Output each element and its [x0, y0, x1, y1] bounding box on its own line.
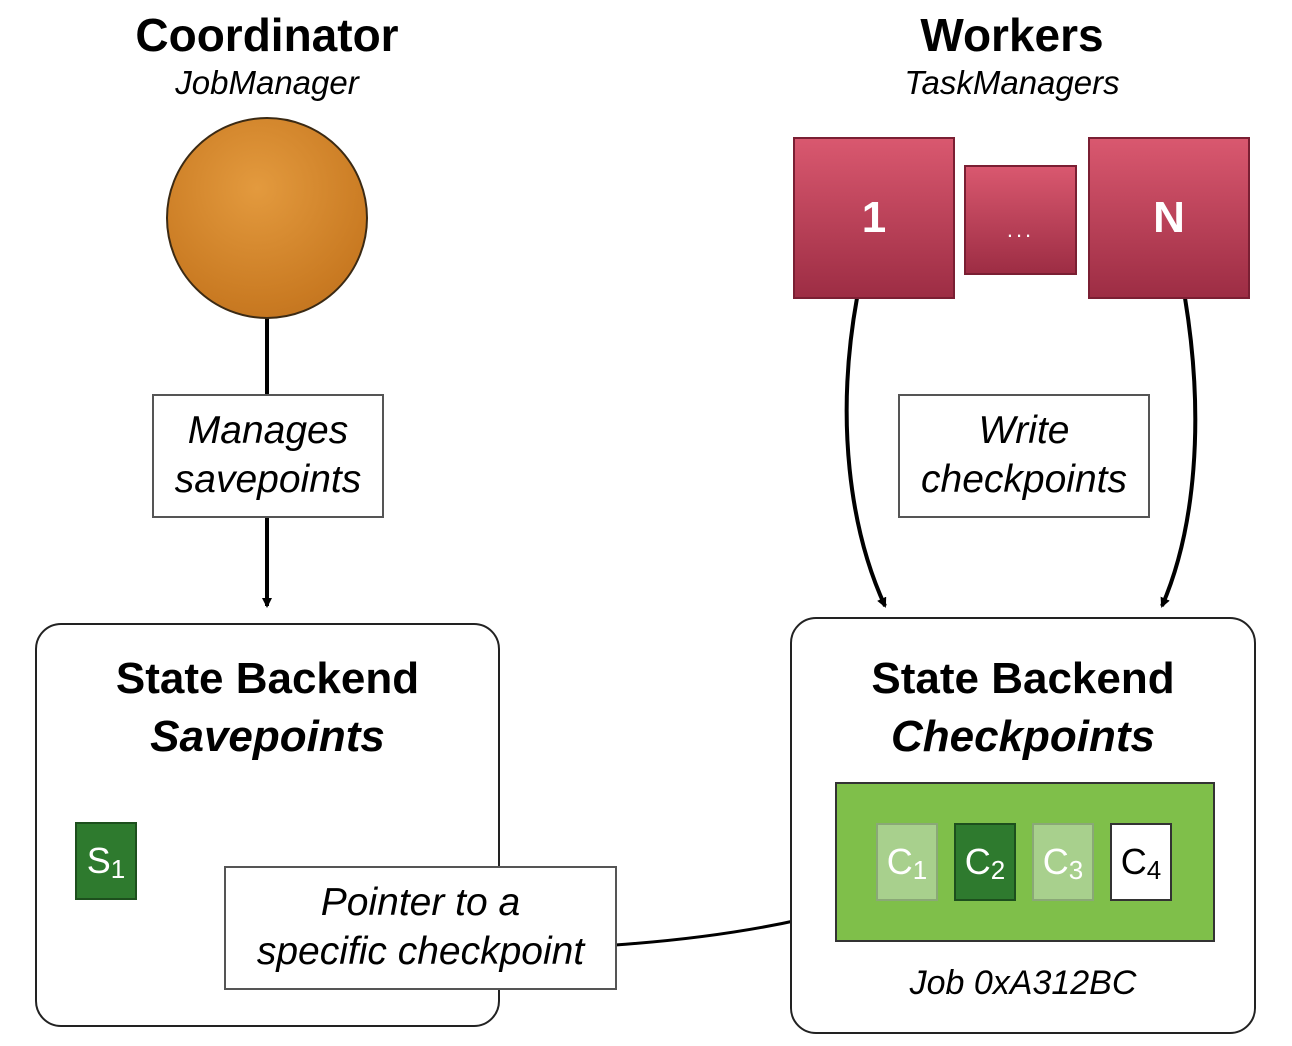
workers-title: Workers — [920, 9, 1104, 61]
worker-n: N — [1088, 137, 1250, 299]
worker-1: 1 — [793, 137, 955, 299]
manages-line-2: savepoints — [174, 458, 362, 501]
coordinator-subtitle: JobManager — [175, 64, 359, 101]
checkpoint-c4-letter: C — [1120, 841, 1147, 882]
manages-savepoints-label: Manages savepoints — [152, 394, 384, 518]
worker-ellipsis-label: ... — [1006, 217, 1035, 242]
pointer-line-2: specific checkpoint — [256, 930, 585, 973]
checkpoint-c3-letter: C — [1042, 841, 1069, 882]
job-id-label: Job 0xA312BC — [909, 964, 1137, 1002]
pointer-label: Pointer to a specific checkpoint — [224, 866, 617, 990]
write-edge-right — [1160, 297, 1198, 608]
checkpoint-c2-index: 2 — [990, 854, 1006, 885]
manages-line-1: Manages — [187, 409, 349, 453]
worker-n-label: N — [1153, 193, 1185, 242]
coordinator-title: Coordinator — [135, 9, 399, 61]
checkpoint-c3-index: 3 — [1068, 854, 1084, 885]
write-edge-left — [844, 297, 887, 608]
checkpoint-c2-letter: C — [964, 841, 991, 882]
write-line-1: Write — [978, 409, 1070, 453]
savepoints-backend-subtitle: Savepoints — [150, 712, 385, 761]
savepoint-index: 1 — [110, 853, 126, 884]
workers-subtitle: TaskManagers — [904, 64, 1120, 101]
checkpoint-c1-index: 1 — [912, 854, 928, 885]
worker-ellipsis: ... — [964, 165, 1077, 275]
coordinator-node — [166, 117, 368, 319]
checkpoints-backend-subtitle: Checkpoints — [890, 712, 1156, 761]
pointer-line-1: Pointer to a — [320, 881, 521, 925]
write-line-2: checkpoints — [921, 458, 1127, 501]
checkpoints-backend-title: State Backend — [871, 654, 1175, 703]
savepoint-letter: S — [86, 840, 111, 881]
savepoints-backend-title: State Backend — [115, 654, 420, 703]
checkpoint-c1-letter: C — [886, 841, 913, 882]
checkpoint-c4-index: 4 — [1146, 854, 1162, 885]
worker-1-label: 1 — [861, 193, 887, 242]
write-checkpoints-label: Write checkpoints — [898, 394, 1150, 518]
